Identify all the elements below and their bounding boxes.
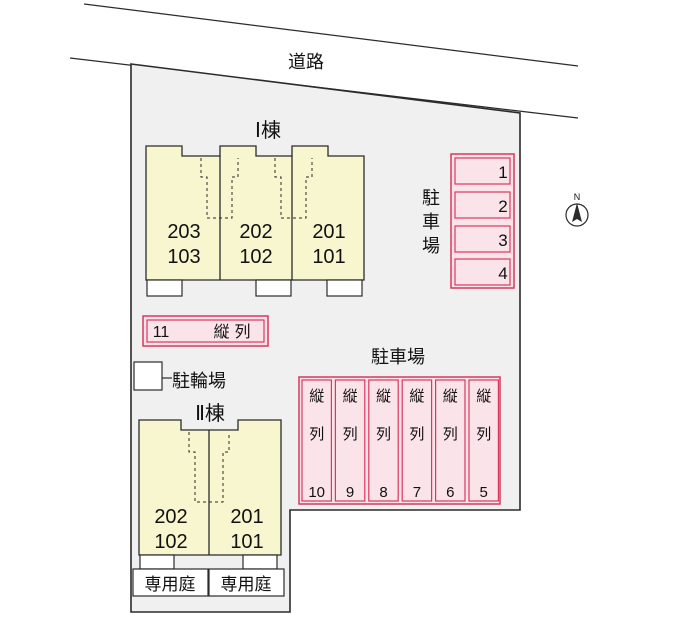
parking-space-8-orientation-top: 縦 [376,387,391,405]
parking-space-5-orientation-mid: 列 [476,425,491,443]
parking-space-8 [368,379,399,502]
b2-unit-2-lower: 101 [230,531,263,553]
parking-space-2 [454,191,511,219]
parking-11-number: 11 [153,324,170,341]
parking-space-1-number: 1 [498,163,507,182]
parking-space-3-number: 3 [498,231,507,250]
parking-space-8-orientation-mid: 列 [376,425,391,443]
parking-11-space [146,319,265,343]
bicycle-parking-box [133,361,163,391]
parking-space-10-orientation-top: 縦 [309,387,324,405]
parking-space-5-orientation-top: 縦 [476,387,491,405]
bicycle-parking-label: 駐輪場 [172,371,226,392]
building-2-title: Ⅱ棟 [195,401,225,425]
parking-11: 11 縦 列 [142,315,269,347]
b1-unit-3-lower: 101 [312,246,345,268]
parking-11-orientation: 縦 列 [213,322,250,341]
parking-space-7 [401,379,433,502]
parking-space-10-number: 10 [308,484,325,501]
b1-unit-1-upper: 203 [167,221,200,243]
building-1-entrance-202 [255,279,292,297]
parking-space-9-orientation-top: 縦 [343,387,358,405]
parking-space-1 [454,157,511,185]
building-2-stairs [188,432,230,503]
parking-space-5 [468,379,499,502]
parking-lower-frame [298,376,501,505]
parking-space-2-number: 2 [498,197,507,216]
b1-unit-1-lower: 103 [167,246,200,268]
building-1-stairs-a [200,158,239,219]
parking-space-10-orientation-mid: 列 [309,425,324,443]
parking-right-label-2: 車 [422,212,440,233]
parking-space-9-number: 9 [346,484,354,501]
parking-space-7-number: 7 [413,484,421,501]
bicycle-parking: 駐輪場 [133,361,226,392]
private-garden-201 [208,568,285,597]
building-1-entrance-203 [146,279,183,297]
b1-unit-2-upper: 202 [239,221,272,243]
compass-icon: N [565,192,589,227]
parking-space-6-number: 6 [446,484,454,501]
parking-lower [298,376,501,505]
parking-space-4-number: 4 [498,264,507,283]
private-garden-201-label: 専用庭 [221,575,272,595]
parking-lower-spaces: 縦列 10 縦列 9 縦列 8 縦列 7 縦列 6 縦列 5 [301,379,499,502]
b1-unit-2-lower: 102 [239,246,272,268]
building-1-title: Ⅰ棟 [255,118,281,142]
parking-space-7-orientation-mid: 列 [409,425,424,443]
road-label: 道路 [288,52,324,73]
b2-unit-2-upper: 201 [230,506,263,528]
parking-space-4 [454,258,511,286]
building-2-entrance-202 [139,554,175,570]
b2-unit-1-upper: 202 [154,506,187,528]
parking-space-7-orientation-top: 縦 [409,387,424,405]
parking-space-6-orientation-top: 縦 [443,387,458,405]
private-garden-202-label: 専用庭 [145,575,196,595]
parking-space-9 [334,379,366,502]
building-2-entrance-201 [242,554,278,570]
b1-unit-3-upper: 201 [312,221,345,243]
parking-lower-label: 駐車場 [371,347,425,368]
private-garden-202 [132,568,209,597]
parking-space-5-number: 5 [480,484,488,501]
parking-space-9-orientation-mid: 列 [343,425,358,443]
parking-space-6 [435,379,466,502]
building-1: 203 103 202 102 201 101 [145,145,365,297]
parking-right: 1 2 3 4 [450,153,515,289]
b2-unit-1-lower: 102 [154,531,187,553]
parking-right-label-1: 駐 [422,188,440,209]
building-2: 202 102 201 101 専用庭 専用庭 [132,419,285,597]
parking-space-6-orientation-mid: 列 [443,425,458,443]
building-1-stairs-b [274,158,313,219]
road-edge-top [83,3,579,67]
building-2-outline [138,419,282,556]
parking-space-8-number: 8 [379,484,387,501]
compass-label: N [574,192,581,202]
parking-right-label-3: 場 [422,236,440,257]
building-1-entrance-201 [326,279,363,297]
parking-space-3 [454,225,511,253]
parking-space-10 [301,379,332,502]
